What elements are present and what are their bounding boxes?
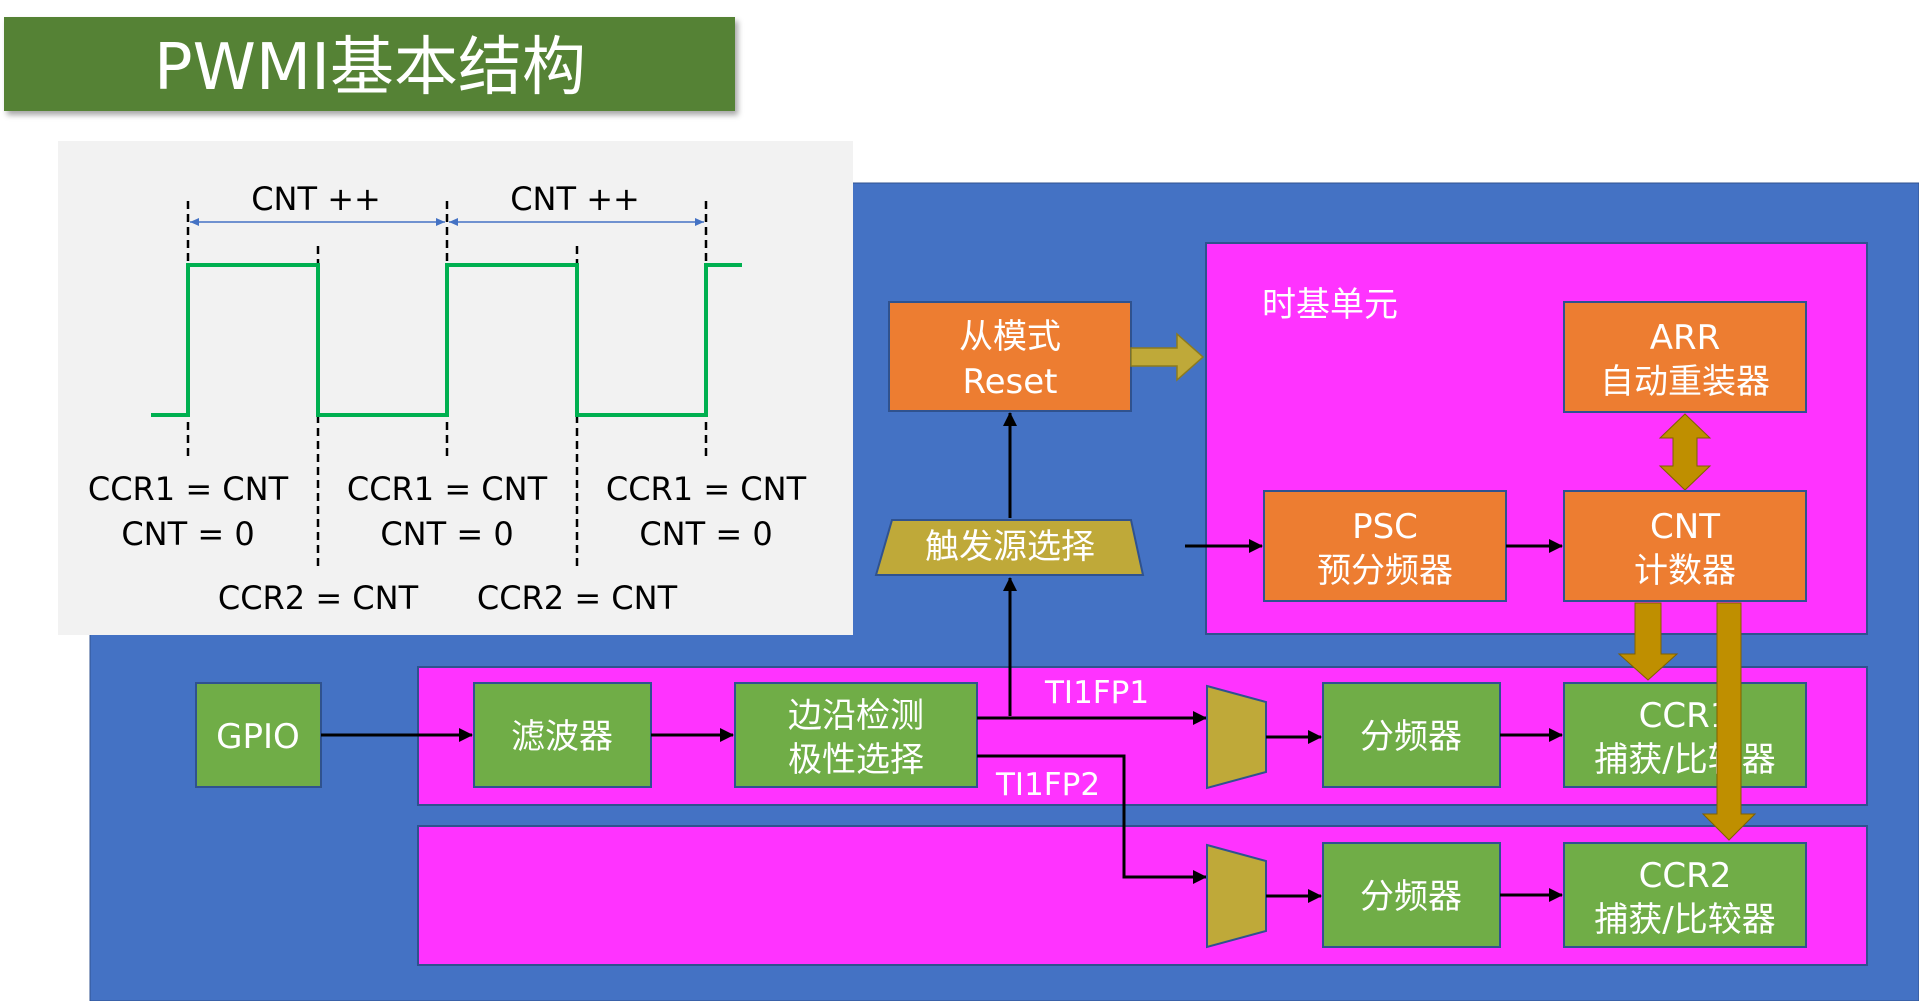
prescaler2-label: 分频器 (1360, 877, 1462, 917)
ccr2-eq-cnt-label-2: CCR2 = CNT (477, 579, 678, 617)
ccr2-label: CCR2 (1639, 856, 1732, 896)
ccr1-block (1563, 682, 1807, 788)
prescaler1-label: 分频器 (1360, 717, 1462, 757)
slave-mode-label: 从模式 (959, 317, 1061, 357)
time-base-title: 时基单元 (1262, 285, 1398, 325)
prescaler2-block (1322, 842, 1501, 948)
arr-label: ARR (1650, 318, 1721, 358)
reset-arrow (1130, 332, 1205, 382)
cnt-sublabel: 计数器 (1634, 551, 1736, 591)
trigger-select-label: 触发源选择 (925, 527, 1095, 567)
filter-label: 滤波器 (511, 717, 613, 757)
cnt-increment-label-1: CNT ++ (251, 180, 381, 218)
cnt-ccr1-arrow (1617, 602, 1679, 681)
slave-mode-reset-label: Reset (963, 362, 1058, 402)
slave-mode-block (888, 301, 1132, 412)
trigger-select-block (874, 519, 1145, 576)
polarity-select-label: 极性选择 (788, 740, 924, 780)
gpio-label: GPIO (216, 717, 300, 757)
ccr1-eq-cnt-label-3: CCR1 = CNT (606, 470, 807, 508)
prescaler1-block (1322, 682, 1501, 788)
cnt-reset-label-2: CNT = 0 (380, 515, 513, 553)
title-banner (4, 17, 735, 111)
ccr1-label: CCR1 (1639, 696, 1732, 736)
cnt-label: CNT (1650, 507, 1720, 547)
gpio-block (195, 682, 322, 788)
ccr2-eq-cnt-label-1: CCR2 = CNT (218, 579, 419, 617)
pwm-waveform (151, 263, 742, 417)
ccr1-eq-cnt-label-2: CCR1 = CNT (347, 470, 548, 508)
ti1fp2-line (977, 754, 1207, 884)
arr-block (1563, 301, 1807, 413)
cnt-block (1563, 490, 1807, 602)
psc-label: PSC (1352, 507, 1418, 547)
arr-sublabel: 自动重装器 (1600, 362, 1770, 402)
cnt-increment-label-2: CNT ++ (510, 180, 640, 218)
cnt-ccr2-arrow (1701, 602, 1757, 841)
ccr2-block (1563, 842, 1807, 948)
ccr1-sublabel: 捕获/比较器 (1594, 740, 1775, 780)
ti1fp2-label: TI1FP2 (995, 767, 1100, 803)
ti1fp1-label: TI1FP1 (1044, 675, 1149, 711)
cnt-reset-label-3: CNT = 0 (639, 515, 772, 553)
page-title: PWMI基本结构 (154, 31, 586, 105)
waveform-panel (58, 141, 853, 635)
cnt-reset-label-1: CNT = 0 (121, 515, 254, 553)
edge-detect-label: 边沿检测 (788, 696, 924, 736)
ccr1-eq-cnt-label-1: CCR1 = CNT (88, 470, 289, 508)
mux2-block (1206, 843, 1267, 949)
ccr2-sublabel: 捕获/比较器 (1594, 900, 1775, 940)
mux1-block (1206, 684, 1267, 790)
psc-sublabel: 预分频器 (1317, 551, 1453, 591)
edge-detect-block (734, 682, 978, 788)
